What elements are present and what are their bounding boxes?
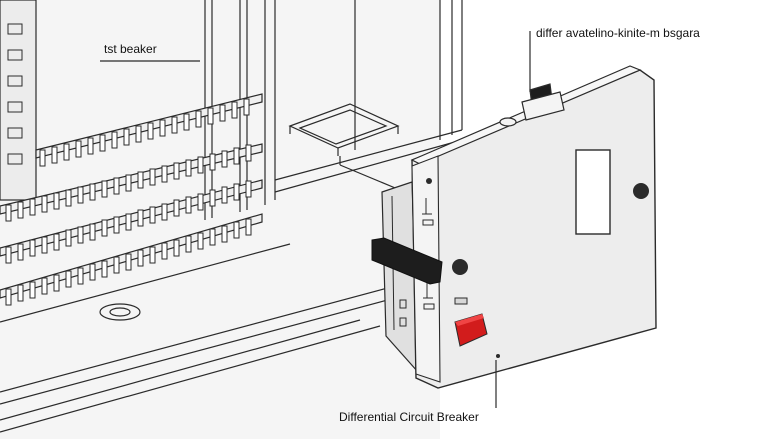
screw-icon (496, 354, 500, 358)
callout-leaders (100, 31, 531, 408)
left-panel-terminals (7, 23, 23, 165)
screw-icon (452, 259, 468, 275)
red-test-button-icon (454, 313, 488, 347)
screw-icon (633, 183, 649, 199)
differential-breaker-label: Differential Circuit Breaker (339, 410, 479, 424)
terminal-block-rows (5, 98, 252, 306)
mounting-screw-icon (99, 303, 141, 321)
test-breaker-label: tst beaker (104, 42, 157, 56)
mounting-bracket (288, 103, 401, 191)
left-terminal-panel (0, 0, 37, 201)
toggle-lever (371, 237, 443, 285)
indicator-window (575, 149, 611, 235)
breaker-switch-icon (422, 198, 468, 310)
screw-icon (426, 178, 432, 184)
cable-gland-icon (499, 83, 565, 127)
top-callout-label: differ avatelino-kinite-m bsgara (536, 26, 700, 40)
